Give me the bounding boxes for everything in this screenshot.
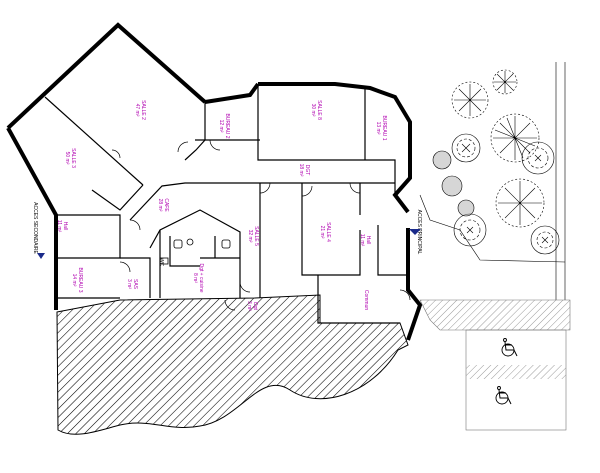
access-label: ACCES SECONDAIRE — [32, 202, 38, 254]
room-area: 3 m² — [126, 279, 132, 289]
room-label-salle8: SALLE 8 30 m² — [310, 100, 322, 120]
room-label-cafe: CAFE 28 m² — [157, 198, 169, 212]
room-area: 11 m² — [56, 220, 62, 233]
terrace-hatch-area — [56, 294, 409, 435]
site-boundary-lines — [419, 62, 566, 300]
room-label-hall-left: Hall 11 m² — [56, 220, 68, 233]
room-label-salle5: SALLE 5 32 m² — [247, 226, 259, 246]
room-label-hall-right: Hall 11 m² — [359, 234, 371, 247]
door-swings — [111, 139, 411, 311]
room-name: SALLE 2 — [140, 100, 146, 120]
room-area: 18 m² — [298, 164, 304, 177]
room-name: Dgt — [252, 302, 258, 310]
room-name: DGT — [304, 165, 310, 176]
room-name: CAFE — [163, 198, 169, 212]
access-label: ACCES PRINCIPAL — [416, 210, 422, 255]
room-label-bureau3: BUREAU 3 14 m² — [71, 267, 83, 292]
tree-icon — [451, 81, 489, 119]
wheelchair-icon — [501, 338, 518, 357]
tree-icon — [453, 213, 487, 247]
interior-walls — [44, 84, 408, 324]
wheelchair-icon — [495, 386, 512, 405]
room-name: BUREAU 1 — [381, 115, 387, 140]
room-name: BUREAU 2 — [224, 113, 230, 138]
parking-bay-border — [465, 329, 567, 431]
room-name: BUREAU 3 — [77, 267, 83, 292]
access-secondaire: ACCES SECONDAIRE — [32, 202, 45, 259]
room-name: WC — [158, 258, 164, 267]
room-area: 32 m² — [247, 230, 253, 243]
room-area: 28 m² — [157, 199, 163, 212]
tree-icon — [451, 133, 481, 163]
access-arrow-icon — [37, 253, 45, 259]
room-name: Hall — [62, 222, 68, 231]
parking-divider-hatch — [466, 365, 566, 379]
room-label-dgt: DGT 18 m² — [298, 164, 310, 177]
room-label-salle2: SALLE 2 47 m² — [134, 100, 146, 120]
room-area: 30 m² — [310, 104, 316, 117]
access-arrow-icon — [409, 229, 421, 235]
tree-icon — [432, 150, 452, 170]
parking-area — [465, 329, 567, 431]
room-name: SALLE 5 — [253, 226, 259, 246]
room-area: 8 m² — [192, 273, 198, 283]
room-label-salle4: SALLE 4 21 m² — [319, 222, 331, 242]
room-name: Hall — [365, 236, 371, 245]
room-label-commun: Commun — [363, 290, 369, 311]
room-label-dgt-cuisine: Dgt + cuisine 8 m² — [192, 263, 204, 292]
room-area: 21 m² — [319, 226, 325, 239]
room-area: 47 m² — [134, 104, 140, 117]
room-area: 11 m² — [359, 234, 365, 247]
room-label-bureau1: BUREAU 1 13 m² — [375, 115, 387, 140]
access-principal: ACCES PRINCIPAL — [409, 210, 422, 255]
room-name: SAS — [132, 279, 138, 290]
tree-icon — [530, 225, 560, 255]
room-name: Commun — [363, 290, 369, 311]
room-label-salle3: SALLE 3 50 m² — [64, 148, 76, 168]
tree-icon — [441, 175, 463, 197]
tree-icon — [492, 69, 518, 95]
tree-icon — [490, 113, 540, 163]
room-area: 12 m² — [218, 120, 224, 133]
room-area: 14 m² — [71, 274, 77, 287]
tree-icon — [495, 178, 545, 228]
room-area: 3 m² — [246, 301, 252, 311]
room-label-sas: SAS 3 m² — [126, 279, 138, 290]
room-label-wc: WC — [158, 258, 164, 267]
room-name: SALLE 3 — [70, 148, 76, 168]
walkway-hatch — [419, 299, 571, 331]
room-area: 13 m² — [375, 122, 381, 135]
tree-icon — [521, 141, 555, 175]
room-area: 50 m² — [64, 152, 70, 165]
sanitary-fixtures — [159, 238, 231, 265]
room-name: SALLE 8 — [316, 100, 322, 120]
room-label-dgt-small: Dgt 3 m² — [246, 301, 258, 311]
tree-icon — [457, 199, 475, 217]
room-name: SALLE 4 — [325, 222, 331, 242]
room-label-bureau2: BUREAU 2 12 m² — [218, 113, 230, 138]
landscaping — [432, 69, 560, 255]
room-name: Dgt + cuisine — [198, 263, 204, 292]
